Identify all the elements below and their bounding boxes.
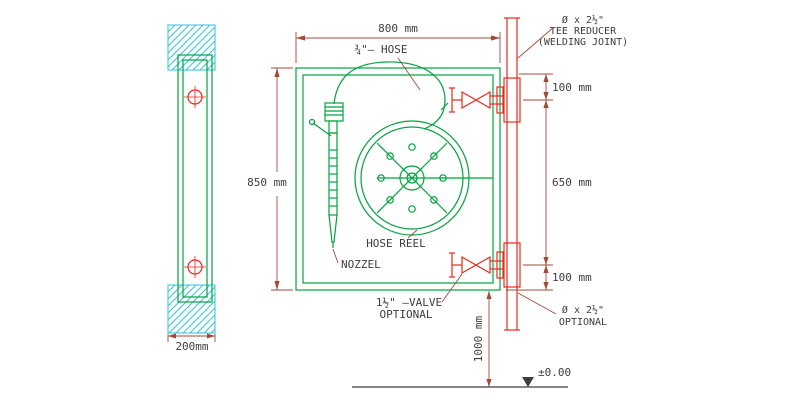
dim-200: 200mm <box>167 333 216 353</box>
level-marker: ±0.00 <box>522 366 571 387</box>
hose-label: ¾"– HOSE <box>355 43 408 56</box>
nozzle-lever <box>308 118 332 137</box>
dim-1000-label: 1000 mm <box>472 315 485 362</box>
valve-top <box>449 87 504 113</box>
tee-reducer-label-2: TEE REDUCER <box>550 26 617 37</box>
hatch-lines-top <box>167 24 216 71</box>
tee-reducer-label-1: Ø x 2½" <box>562 14 604 26</box>
dim-800: 800 mm <box>295 22 501 63</box>
reducer-optional-label-2: OPTIONAL <box>559 317 607 328</box>
riser-pipe <box>504 17 520 331</box>
hatch-lines-bottom <box>167 284 216 334</box>
dim-850-label: 850 mm <box>247 176 287 189</box>
tee-bottom <box>496 242 521 288</box>
dim-800-label: 800 mm <box>378 22 418 35</box>
nozzle <box>308 102 344 248</box>
nozzle-ribs <box>329 149 337 207</box>
hose <box>333 61 449 130</box>
cabinet-side-profile <box>177 54 213 303</box>
wall-hatch-bottom <box>167 284 216 334</box>
dim-650-label: 650 mm <box>552 176 592 189</box>
dim-200-label: 200mm <box>175 340 208 353</box>
level-label: ±0.00 <box>538 366 571 379</box>
wall-hatch-top <box>167 24 216 71</box>
dim-100-bottom-label: 100 mm <box>552 271 592 284</box>
tee-reducer-label-3: (WELDING JOINT) <box>538 37 628 48</box>
callouts: ¾"– HOSE HOSE REEL NOZZEL 1½" –VALVE OPT… <box>332 14 628 328</box>
nozzle-label: NOZZEL <box>341 258 381 271</box>
hose-reel <box>354 120 493 236</box>
dim-chain-right: 100 mm 650 mm 100 mm <box>506 73 592 291</box>
mounting-hole-top <box>184 86 206 108</box>
valve-optional-label-2: OPTIONAL <box>380 308 433 321</box>
dim-1000: 1000 mm <box>472 291 492 387</box>
valve-optional-label-1: 1½" –VALVE <box>376 296 442 309</box>
side-view: 200mm <box>167 24 216 353</box>
cabinet-front <box>295 67 501 291</box>
valve-bottom <box>449 252 504 278</box>
dim-850: 850 mm <box>247 67 293 291</box>
dim-100-top-label: 100 mm <box>552 81 592 94</box>
tee-top <box>496 77 521 123</box>
mounting-hole-bottom <box>184 256 206 278</box>
hose-reel-label: HOSE REEL <box>366 237 426 250</box>
reducer-optional-label-1: Ø x 2½" <box>562 304 604 316</box>
